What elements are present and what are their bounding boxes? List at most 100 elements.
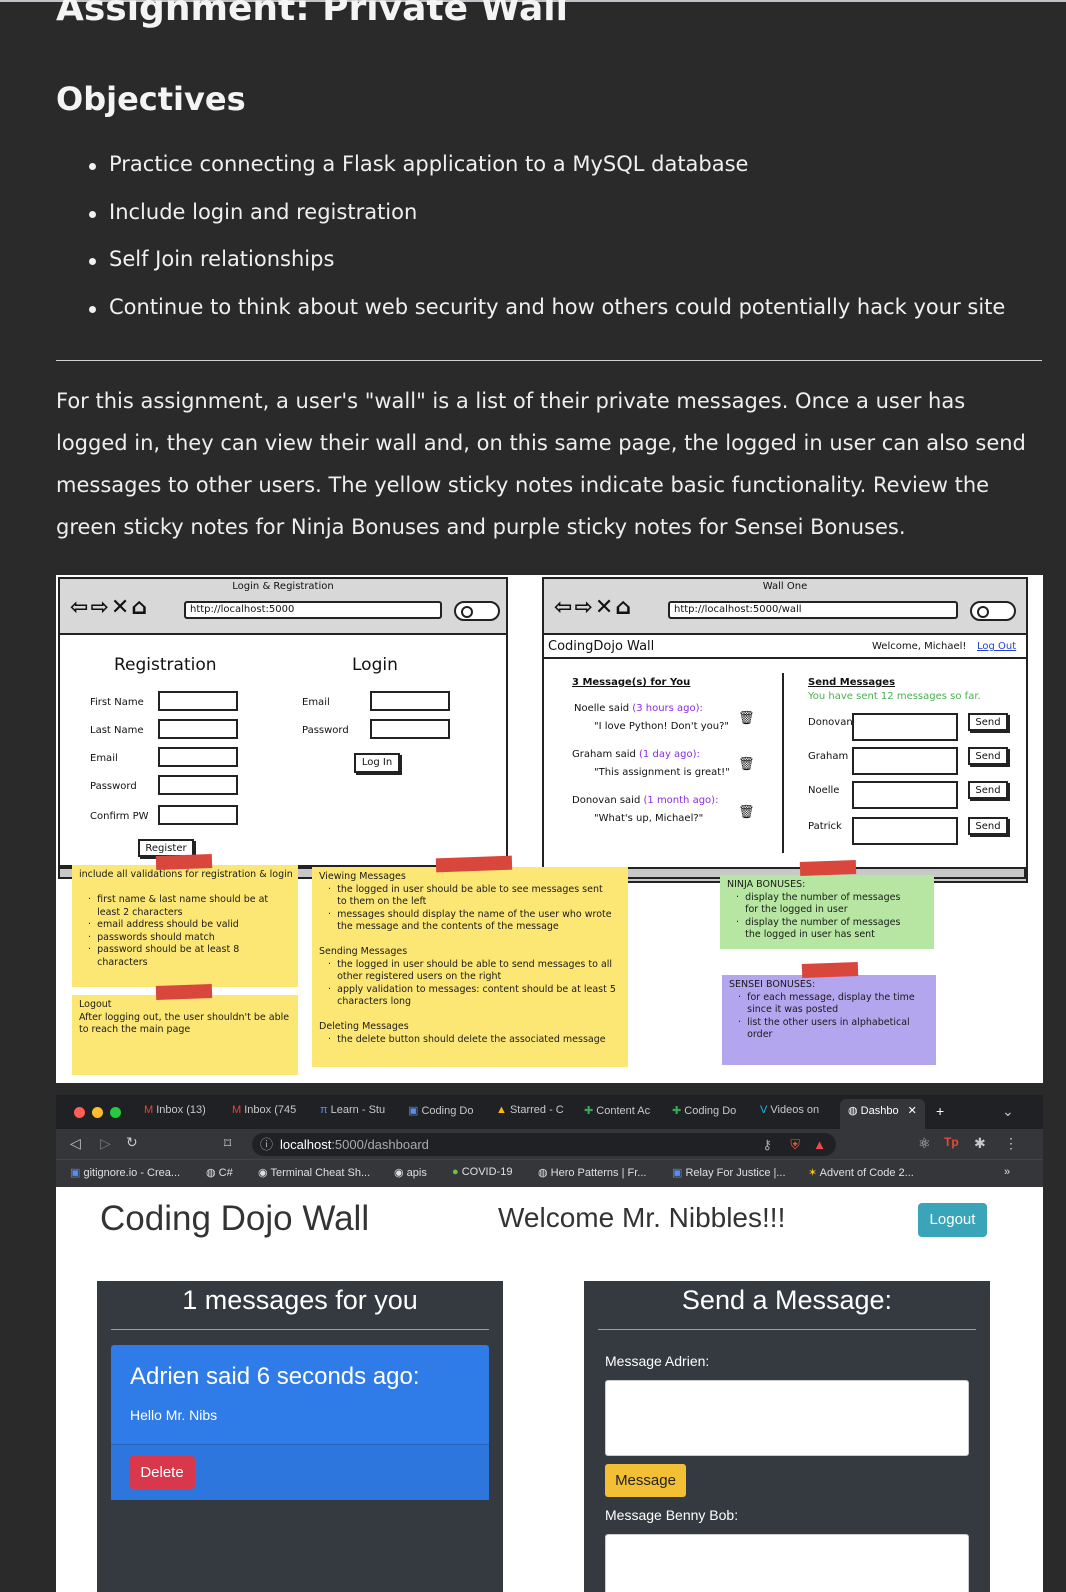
tab-coding-dojo-2[interactable]: ✚ Coding Do [672, 1105, 737, 1117]
wireframe-messages-heading: 3 Message(s) for You [572, 677, 691, 688]
minimize-dot[interactable] [92, 1107, 103, 1118]
gmail-icon: M [144, 1104, 154, 1116]
wireframe-login-window: Login & Registration ⇦⇨✕⌂ http://localho… [58, 577, 508, 867]
list-item: Practice connecting a Flask application … [89, 152, 1005, 200]
wireframe-header-rule [544, 657, 1026, 659]
tab-inbox-1[interactable]: M Inbox (13) [144, 1104, 206, 1116]
sticky-note-logout: Logout After logging out, the user shoul… [72, 995, 298, 1075]
wireframe-window-bar: Login & Registration ⇦⇨✕⌂ http://localho… [60, 579, 506, 635]
wireframe-send-button: Send [968, 747, 1008, 765]
extensions-icon[interactable]: ✱ [974, 1135, 986, 1151]
message-body: Hello Mr. Nibs [130, 1407, 218, 1423]
login-heading: Login [352, 655, 398, 675]
close-dot[interactable] [74, 1107, 85, 1118]
wireframe-message-sender: Noelle said (3 hours ago): [574, 703, 703, 714]
new-tab-icon[interactable]: + [936, 1103, 945, 1119]
reload-icon[interactable]: ↻ [126, 1134, 138, 1150]
wireframe-input [158, 747, 238, 767]
sheets-icon: ✚ [584, 1105, 594, 1117]
back-icon[interactable]: ◁ [70, 1135, 81, 1151]
bookmark-item[interactable]: ◍ Hero Patterns | Fr... [538, 1167, 647, 1179]
tab-starred[interactable]: ▲ Starred - C [496, 1104, 564, 1116]
extension-tp-icon[interactable]: Tp [944, 1135, 959, 1149]
wireframe-window-title: Wall One [762, 581, 808, 592]
wireframe-wall-window: Wall One ⇦⇨✕⌂ http://localhost:5000/wall… [542, 577, 1028, 883]
brave-rewards-icon[interactable]: ▲ [813, 1137, 826, 1152]
tab-inbox-2[interactable]: M Inbox (745 [232, 1104, 297, 1116]
tab-content[interactable]: ✚ Content Ac [584, 1105, 651, 1117]
wireframe-input [370, 691, 450, 711]
key-icon: ⚷ [762, 1137, 772, 1152]
tab-dashboard[interactable]: ◍ Dashbo ✕ [840, 1099, 925, 1129]
tape [155, 984, 213, 1000]
react-devtools-icon[interactable]: ⚛ [918, 1135, 931, 1151]
recipient-label: Message Benny Bob: [605, 1507, 739, 1523]
divider [56, 360, 1042, 361]
wireframe-recipient: Donovan [808, 717, 853, 728]
wireframe-input [158, 691, 238, 711]
menu-icon[interactable]: ⋮ [1004, 1135, 1018, 1151]
tab-search-icon[interactable]: ⌄ [1002, 1103, 1014, 1119]
calendar-icon: ▣ [408, 1105, 419, 1117]
tab-coding-dojo-1[interactable]: ▣ Coding Do [408, 1105, 474, 1117]
tab-videos[interactable]: V Videos on [760, 1104, 820, 1116]
bookmark-item[interactable]: ▣ gitignore.io - Crea... [70, 1167, 181, 1179]
forward-icon[interactable]: ▷ [100, 1135, 111, 1151]
wireframe-login-button: Log In [354, 753, 400, 773]
trash-icon: 🗑 [738, 711, 755, 726]
tab-learn[interactable]: π Learn - Stu [320, 1104, 386, 1116]
objectives-heading: Objectives [56, 80, 246, 118]
field-label: Password [302, 725, 349, 736]
brave-shield-icon[interactable]: ⛨ [790, 1137, 800, 1152]
vimeo-icon: V [760, 1104, 768, 1116]
wireframe-input [158, 805, 238, 825]
logout-button[interactable]: Logout [918, 1203, 987, 1237]
dashboard-page: Coding Dojo Wall Welcome Mr. Nibbles!!! … [56, 1187, 1043, 1592]
wireframe-app-title: CodingDojo Wall [548, 639, 655, 654]
list-item: Self Join relationships [89, 247, 1005, 295]
wireframe-sent-note: You have sent 12 messages so far. [808, 691, 981, 702]
bookmark-item[interactable]: ● COVID-19 [452, 1166, 513, 1178]
divider [111, 1329, 489, 1330]
delete-button[interactable]: Delete [129, 1456, 195, 1489]
wireframe-send-button: Send [968, 817, 1008, 835]
search-icon [454, 601, 500, 621]
wireframe-input [852, 713, 958, 741]
bookmarks-bar: ▣ gitignore.io - Crea... ◍ C# ◉ Terminal… [56, 1159, 1043, 1187]
message-button[interactable]: Message [605, 1464, 686, 1497]
trash-icon: 🗑 [738, 757, 755, 772]
message-textarea[interactable] [605, 1534, 969, 1592]
tab-bar: M Inbox (13) M Inbox (745 π Learn - Stu … [56, 1095, 1043, 1129]
bookmark-item[interactable]: ◉ Terminal Cheat Sh... [258, 1167, 371, 1179]
search-icon [970, 601, 1016, 621]
bookmark-item[interactable]: ✶ Advent of Code 2... [808, 1167, 914, 1179]
bookmark-icon[interactable]: ⌑ [224, 1135, 232, 1151]
message-textarea[interactable] [605, 1380, 969, 1456]
wireframe-window-title: Login & Registration [232, 581, 334, 592]
message-card-footer: Delete [111, 1444, 489, 1500]
wireframe-send-button: Send [968, 713, 1008, 731]
info-icon: ⓘ [260, 1137, 274, 1152]
bookmark-item[interactable]: ◍ C# [206, 1167, 233, 1179]
more-bookmarks-icon[interactable]: » [1004, 1166, 1011, 1178]
close-icon[interactable]: ✕ [907, 1105, 917, 1117]
top-border [0, 0, 1066, 2]
field-label: Email [302, 697, 330, 708]
sticky-note-ninja: NINJA BONUSES: · display the number of m… [720, 875, 934, 949]
bookmark-item[interactable]: ◉ apis [394, 1167, 427, 1179]
tape [435, 855, 513, 873]
zoom-dot[interactable] [110, 1107, 121, 1118]
tape [801, 962, 859, 978]
divider [598, 1329, 976, 1330]
message-header: Adrien said 6 seconds ago: [130, 1363, 420, 1390]
tape [799, 860, 857, 876]
bookmark-item[interactable]: ▣ Relay For Justice |... [672, 1167, 786, 1179]
nav-arrows-icon: ⇦⇨✕⌂ [554, 595, 634, 620]
drive-icon: ▲ [496, 1104, 507, 1116]
tape [155, 854, 213, 870]
registration-heading: Registration [114, 655, 217, 675]
objectives-list: Practice connecting a Flask application … [89, 152, 1005, 342]
field-label: Password [90, 781, 137, 792]
